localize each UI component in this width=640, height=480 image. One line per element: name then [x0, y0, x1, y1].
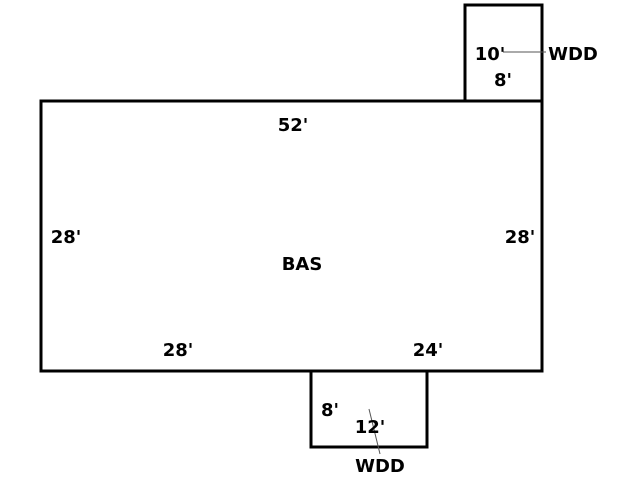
top-deck-dim-height: 10'	[475, 44, 506, 65]
bottom-deck-dim-height: 8'	[321, 400, 339, 421]
main-dim-bottom-right: 24'	[413, 340, 444, 361]
main-dim-bottom-left: 28'	[163, 340, 194, 361]
main-area-outline	[39, 99, 544, 373]
bottom-deck-leader-line	[368, 408, 381, 455]
top-deck-name: WDD	[548, 44, 598, 65]
bottom-deck-name: WDD	[355, 456, 405, 477]
main-dim-top: 52'	[278, 115, 309, 136]
main-dim-right: 28'	[505, 227, 536, 248]
main-dim-left: 28'	[51, 227, 82, 248]
top-deck-dim-width: 8'	[494, 70, 512, 91]
bottom-deck-dim-width: 12'	[355, 417, 386, 438]
bottom-deck-outline	[309, 371, 429, 449]
top-deck-outline	[463, 3, 544, 101]
main-area-name: BAS	[282, 254, 323, 275]
